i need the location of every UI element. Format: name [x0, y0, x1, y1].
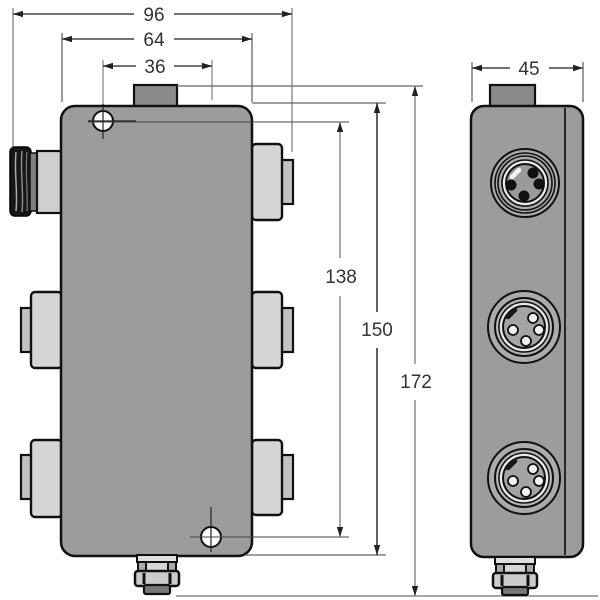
dim-hole-span-138: 138 — [325, 122, 357, 537]
fitting-hex-nut — [491, 571, 539, 590]
fitting-cap — [500, 585, 530, 597]
mounting-tab-top — [132, 83, 179, 110]
socket-keyway — [505, 458, 518, 471]
bottom-fitting-front — [133, 554, 181, 596]
socket-pin — [518, 190, 530, 202]
arrowhead-left-icon — [62, 35, 72, 43]
knurl-streak — [20, 150, 24, 213]
connector-right-bottom — [250, 438, 295, 517]
connector-port — [29, 438, 64, 519]
arrowhead-left-icon — [103, 62, 113, 70]
connector-right-top — [250, 142, 295, 222]
fitting-cap — [142, 583, 172, 596]
socket-keyway — [509, 167, 522, 180]
socket-pin — [533, 324, 545, 336]
socket-bottom-male — [487, 441, 561, 515]
dim-label-overall-width: 96 — [143, 5, 164, 26]
side-view: 45 — [469, 59, 585, 597]
knurl-streak — [14, 151, 18, 212]
arrowhead-right-icon — [202, 62, 212, 70]
socket-pin — [527, 312, 539, 324]
arrowhead-down-icon — [411, 586, 419, 596]
dim-label-body-height: 150 — [361, 320, 393, 341]
dim-overall-height-172: 172 — [400, 86, 432, 596]
dim-label-hole-spacing: 36 — [144, 57, 165, 78]
mounting-tab-top-side — [488, 83, 537, 110]
front-view — [9, 83, 295, 596]
arrowhead-right-icon — [573, 64, 583, 72]
socket-middle-male — [487, 290, 561, 364]
connector-port — [250, 290, 284, 370]
connector-cylinder — [35, 149, 64, 215]
socket-keyway — [505, 307, 518, 320]
connector-left-middle — [19, 290, 64, 370]
knurl-streak — [25, 151, 28, 212]
connector-left-bottom — [19, 438, 64, 519]
dim-label-overall-height: 172 — [400, 372, 432, 393]
arrowhead-up-icon — [373, 103, 381, 113]
socket-pin — [507, 324, 519, 336]
arrowhead-up-icon — [411, 86, 419, 96]
fitting-washer — [494, 556, 536, 565]
fitting-hex-nut — [133, 569, 181, 588]
socket-pin — [507, 475, 519, 487]
arrowhead-left-icon — [13, 10, 23, 18]
socket-pin — [520, 335, 532, 347]
connector-port — [250, 142, 284, 222]
fitting-washer — [136, 554, 178, 563]
arrowhead-left-icon — [472, 64, 482, 72]
dim-label-body-width: 64 — [143, 30, 165, 51]
bottom-fitting-side — [491, 556, 539, 597]
vertical-dimensions: 138 150 172 — [88, 85, 598, 597]
socket-pin — [533, 178, 545, 190]
dim-hole-spacing-36: 36 — [102, 57, 213, 106]
dim-label-hole-span: 138 — [325, 267, 357, 288]
socket-pin — [527, 463, 539, 475]
dim-overall-width-96: 96 — [12, 5, 293, 152]
socket-pin — [505, 179, 517, 191]
socket-pin — [527, 167, 539, 179]
mounting-hole-top — [88, 104, 136, 139]
arrowhead-down-icon — [373, 545, 381, 555]
connector-port — [29, 290, 64, 370]
dim-body-height-150: 150 — [361, 103, 393, 555]
socket-knurl-ring — [497, 155, 553, 211]
socket-pin — [520, 486, 532, 498]
connector-right-middle — [250, 290, 295, 370]
dim-depth-45: 45 — [471, 59, 584, 102]
arrowhead-up-icon — [336, 122, 344, 132]
socket-top-female — [490, 148, 560, 218]
arrowhead-right-icon — [282, 10, 292, 18]
knurled-ring — [9, 146, 32, 217]
socket-knurl-ring — [494, 152, 556, 214]
dim-body-width-64: 64 — [61, 30, 253, 102]
device-body-front — [59, 104, 254, 558]
socket-pin — [533, 475, 545, 487]
arrowhead-down-icon — [336, 527, 344, 537]
dim-label-depth: 45 — [518, 59, 539, 80]
arrowhead-right-icon — [242, 35, 252, 43]
connector-port — [250, 438, 284, 517]
connector-left-knurled — [9, 146, 64, 217]
